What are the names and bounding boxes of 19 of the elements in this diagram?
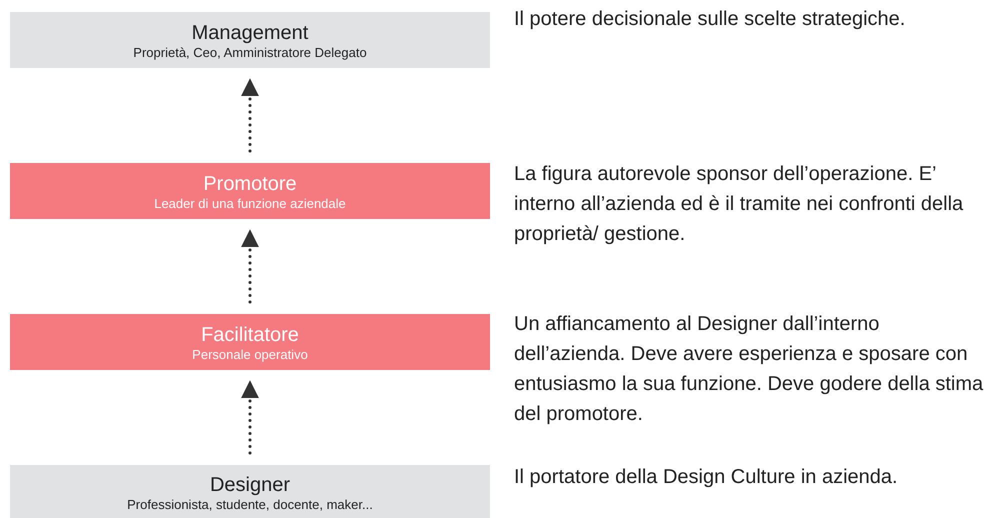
role-description: Il potere decisionale sulle scelte strategiche.	[514, 7, 906, 32]
dotted-arrow	[241, 380, 259, 454]
role-box	[10, 12, 490, 68]
role-subtitle: Professionista, studente, docente, maker...	[127, 496, 373, 512]
role-subtitle: Proprietà, Ceo, Amministratore Delegato	[133, 45, 367, 61]
dotted-arrow	[241, 229, 259, 304]
role-description: La figura autorevole sponsor dell’operazione. E’ interno all’azienda ed è il tramite nei confronti della proprietà/ gestione.	[514, 162, 964, 247]
role-subtitle: Personale operativo	[192, 347, 308, 363]
role-title: Management	[192, 21, 308, 45]
role-description: Un affiancamento al Designer dall’interno dell’azienda. Deve avere esperienza e sposare con entusiasmo la sua funzione. Deve godere della stima del promotore.	[514, 312, 984, 427]
role-box	[10, 163, 490, 219]
role-subtitle: Leader di una funzione aziendale	[154, 196, 346, 212]
role-title: Promotore	[203, 172, 297, 196]
role-box	[10, 314, 490, 370]
role-description: Il portatore della Design Culture in azienda.	[514, 465, 899, 490]
role-title: Designer	[210, 472, 290, 496]
role-box	[10, 465, 490, 518]
role-title: Facilitatore	[201, 323, 299, 347]
dotted-arrow	[241, 78, 259, 152]
